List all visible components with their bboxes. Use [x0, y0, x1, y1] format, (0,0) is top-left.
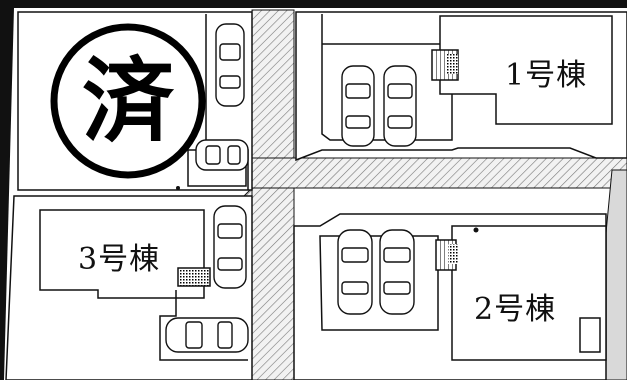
building-2-label: 2号棟: [474, 292, 557, 327]
car-lot2-1: [337, 229, 373, 315]
car-lot1-1: [341, 65, 375, 147]
road: [239, 9, 627, 380]
car-upper-left-2: [195, 139, 249, 171]
car-lot3-1: [213, 205, 247, 289]
car-lot3-2: [165, 317, 249, 353]
sold-stamp-icon: [50, 23, 206, 179]
building-2-footprint: [451, 225, 607, 361]
building-3-footprint: [39, 209, 205, 299]
car-upper-left-1: [215, 23, 245, 107]
car-lot2-2: [379, 229, 415, 315]
survey-point-icon: [176, 186, 180, 190]
building-3-label: 3号棟: [78, 242, 161, 277]
building-1-footprint: [439, 15, 613, 125]
car-lot1-2: [383, 65, 417, 147]
survey-point-icon: [473, 227, 479, 233]
sold-stamp-text: 済: [82, 47, 175, 155]
road-vertical: [251, 9, 295, 380]
lot-1: [295, 11, 627, 162]
building-1-label: 1号棟: [505, 58, 588, 93]
parking-cars: [165, 23, 417, 353]
